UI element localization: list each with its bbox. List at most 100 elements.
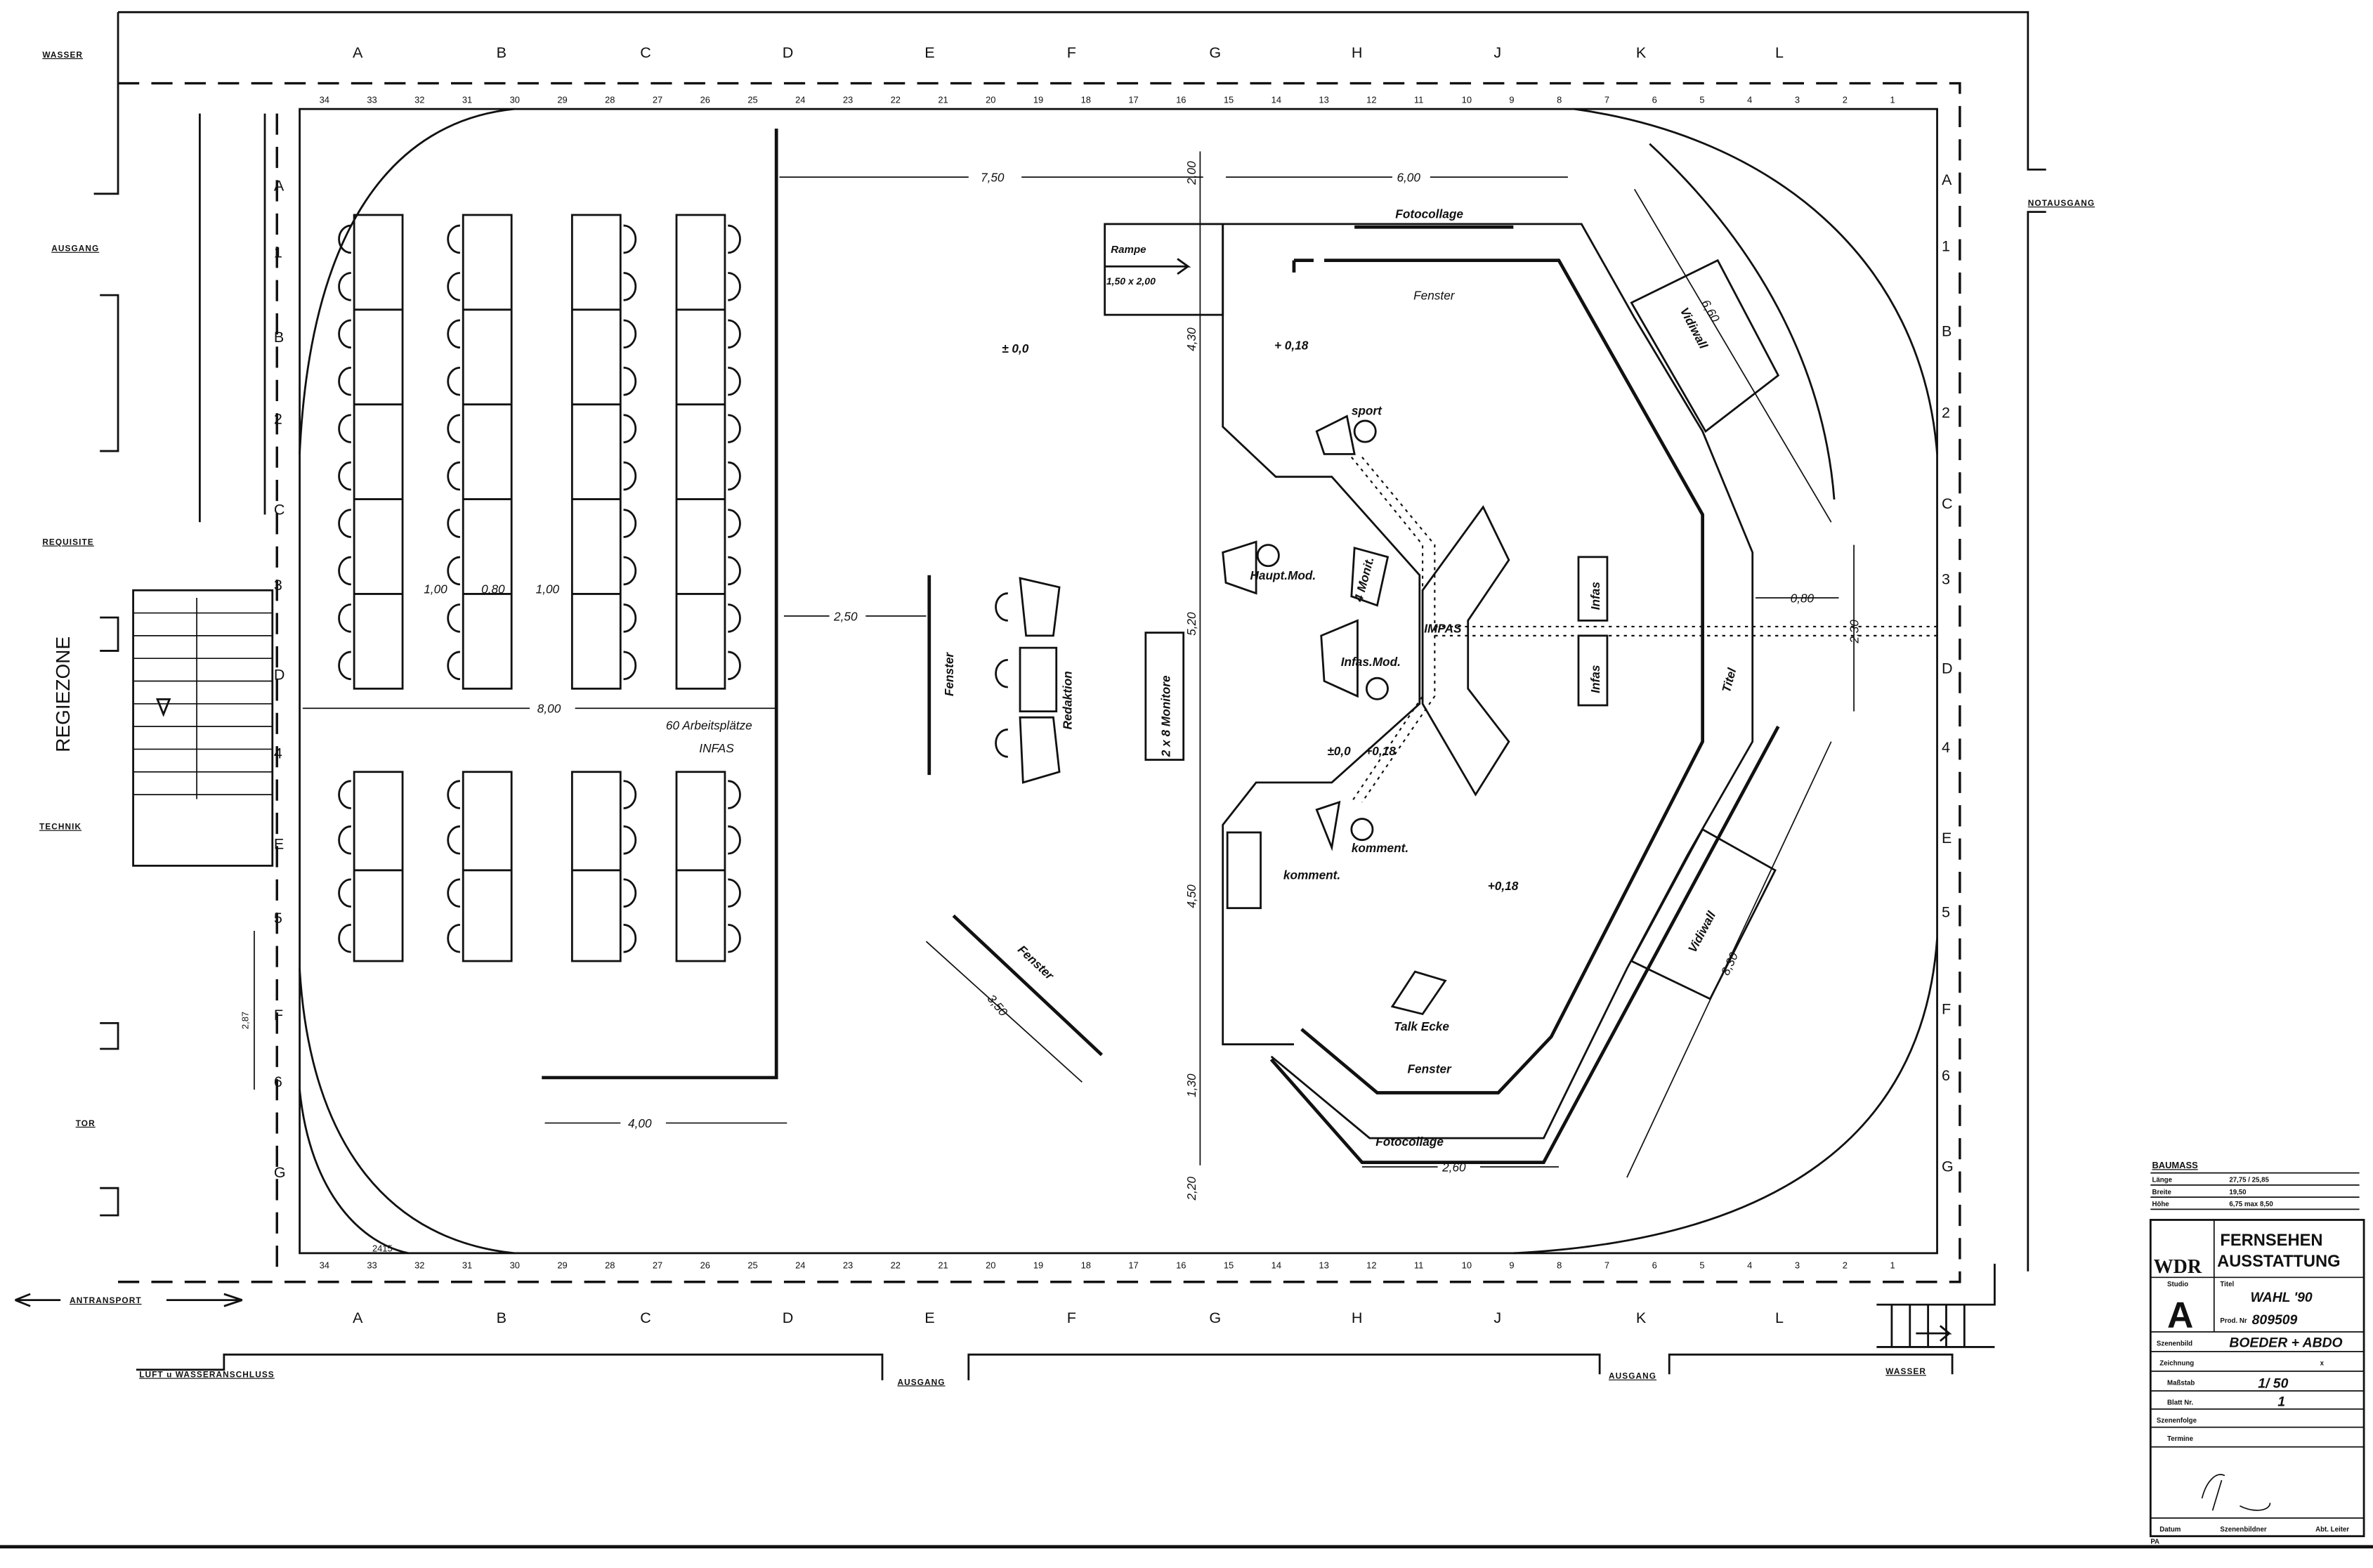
label-rampe: Rampe	[1111, 244, 1146, 256]
chair	[338, 414, 351, 443]
chair	[447, 923, 461, 953]
grid-letter-top: L	[1775, 44, 1784, 61]
grid-number-top: 7	[1604, 95, 1609, 105]
baumass-value: 6,75 max 8,50	[2229, 1201, 2273, 1208]
label-titel: Titel	[1719, 666, 1739, 694]
chair	[447, 780, 461, 809]
grid-number-top: 28	[605, 95, 615, 105]
grid-number-bottom: 18	[1081, 1260, 1091, 1270]
dim-6-00: 6,00	[1397, 171, 1420, 185]
grid-number-top: 4	[1747, 95, 1752, 105]
grid-number-top: 8	[1557, 95, 1562, 105]
baumass-title: BAUMASS	[2152, 1160, 2198, 1170]
chair	[623, 461, 637, 491]
chair	[728, 414, 741, 443]
baumass-value: 27,75 / 25,85	[2229, 1177, 2269, 1184]
baumass-value: 19,50	[2229, 1189, 2246, 1196]
label-infas-mod: Infas.Mod.	[1341, 655, 1401, 669]
desk	[462, 214, 513, 690]
grid-number-top: 9	[1509, 95, 1514, 105]
label-infas-1: Infas	[1588, 582, 1602, 610]
chair	[447, 509, 461, 538]
blatt-value: 1	[2277, 1394, 2285, 1409]
grid-mark-left: 4	[274, 745, 282, 762]
chair	[447, 319, 461, 349]
grid-number-top: 18	[1081, 95, 1091, 105]
termine-label: Termine	[2167, 1435, 2194, 1443]
grid-number-bottom: 11	[1414, 1260, 1423, 1270]
szenenfolge-label: Szenenfolge	[2157, 1417, 2197, 1425]
chair	[728, 366, 741, 396]
grid-letter-top: J	[1493, 44, 1501, 61]
dim-6-60: 6,60	[1699, 297, 1722, 325]
grid-number-top: 21	[938, 95, 948, 105]
grid-letter-bottom: L	[1775, 1309, 1784, 1326]
szenenbildner-label: Szenenbildner	[2220, 1526, 2266, 1534]
chair	[728, 878, 741, 908]
infas-workplaces	[338, 214, 741, 962]
label-impas: IMPAS	[1424, 622, 1462, 636]
chair	[623, 509, 637, 538]
grid-number-bottom: 8	[1557, 1260, 1562, 1270]
grid-letter-bottom: K	[1636, 1309, 1647, 1326]
dim-2-20: 2,20	[1184, 1177, 1198, 1201]
grid-number-bottom: 4	[1747, 1260, 1752, 1270]
zeichnung-label: Zeichnung	[2159, 1359, 2194, 1367]
dim-2-60: 2,60	[1442, 1161, 1466, 1175]
grid-number-top: 6	[1652, 95, 1657, 105]
chair	[728, 319, 741, 349]
dim-1-00-a: 1,00	[424, 582, 447, 596]
label-vidiwall-2: Vidiwall	[1685, 908, 1719, 955]
chair	[728, 780, 741, 809]
dim-8-00: 8,00	[537, 702, 561, 716]
chair	[623, 780, 637, 809]
dim-4-30: 4,30	[1184, 327, 1198, 351]
chair	[447, 556, 461, 586]
chair	[447, 878, 461, 908]
grid-number-bottom: 13	[1319, 1260, 1328, 1270]
grid-letter-top: A	[353, 44, 363, 61]
grid-number-top: 29	[557, 95, 567, 105]
chair	[728, 461, 741, 491]
grid-letter-top: B	[497, 44, 506, 61]
grid-number-bottom: 19	[1033, 1260, 1043, 1270]
grid-mark-right: F	[1942, 1000, 1951, 1017]
chair	[338, 272, 351, 301]
side-labels: WASSER AUSGANG REQUISITE REGIEZONE TECHN…	[15, 50, 2094, 1387]
grid-letter-bottom: A	[353, 1309, 363, 1326]
grid-mark-left: 6	[274, 1073, 282, 1090]
grid-number-bottom: 5	[1699, 1260, 1704, 1270]
grid-number-bottom: 28	[605, 1260, 615, 1270]
chair	[728, 923, 741, 953]
label-komment-2: komment.	[1283, 868, 1340, 882]
grid-number-top: 32	[414, 95, 424, 105]
chair	[623, 651, 637, 681]
szenenbild-label: Szenenbild	[2157, 1340, 2192, 1347]
label-tor: TOR	[76, 1118, 96, 1128]
title-block: WDR FERNSEHEN AUSSTATTUNG Studio A Titel…	[2149, 1219, 2365, 1546]
chair	[623, 224, 637, 254]
label-wasser-top: WASSER	[42, 50, 83, 60]
grid-mark-left: C	[274, 502, 285, 518]
grid-letter-bottom: H	[1352, 1309, 1363, 1326]
grid-mark-left: 3	[274, 577, 282, 594]
label-fotocollage-top: Fotocollage	[1395, 207, 1463, 221]
chair	[338, 603, 351, 633]
grid-number-bottom: 31	[462, 1260, 472, 1270]
grid-number-bottom: 22	[891, 1260, 901, 1270]
grid-number-bottom: 15	[1224, 1260, 1234, 1270]
chair	[338, 780, 351, 809]
label-fenster-bottom: Fenster	[1408, 1061, 1452, 1076]
baumass-label: Breite	[2152, 1189, 2171, 1196]
grid-number-bottom: 14	[1272, 1260, 1281, 1270]
desk	[675, 771, 726, 962]
grid-number-bottom: 12	[1366, 1260, 1376, 1270]
label-level-0: ± 0,0	[1002, 341, 1029, 355]
zeichnung-value: x	[2320, 1359, 2325, 1367]
label-wasser-bottom: WASSER	[1885, 1366, 1926, 1376]
grid-number-bottom: 29	[557, 1260, 567, 1270]
grid-number-top: 33	[367, 95, 377, 105]
grid-number-top: 15	[1224, 95, 1234, 105]
grid-mark-left: E	[274, 836, 284, 853]
